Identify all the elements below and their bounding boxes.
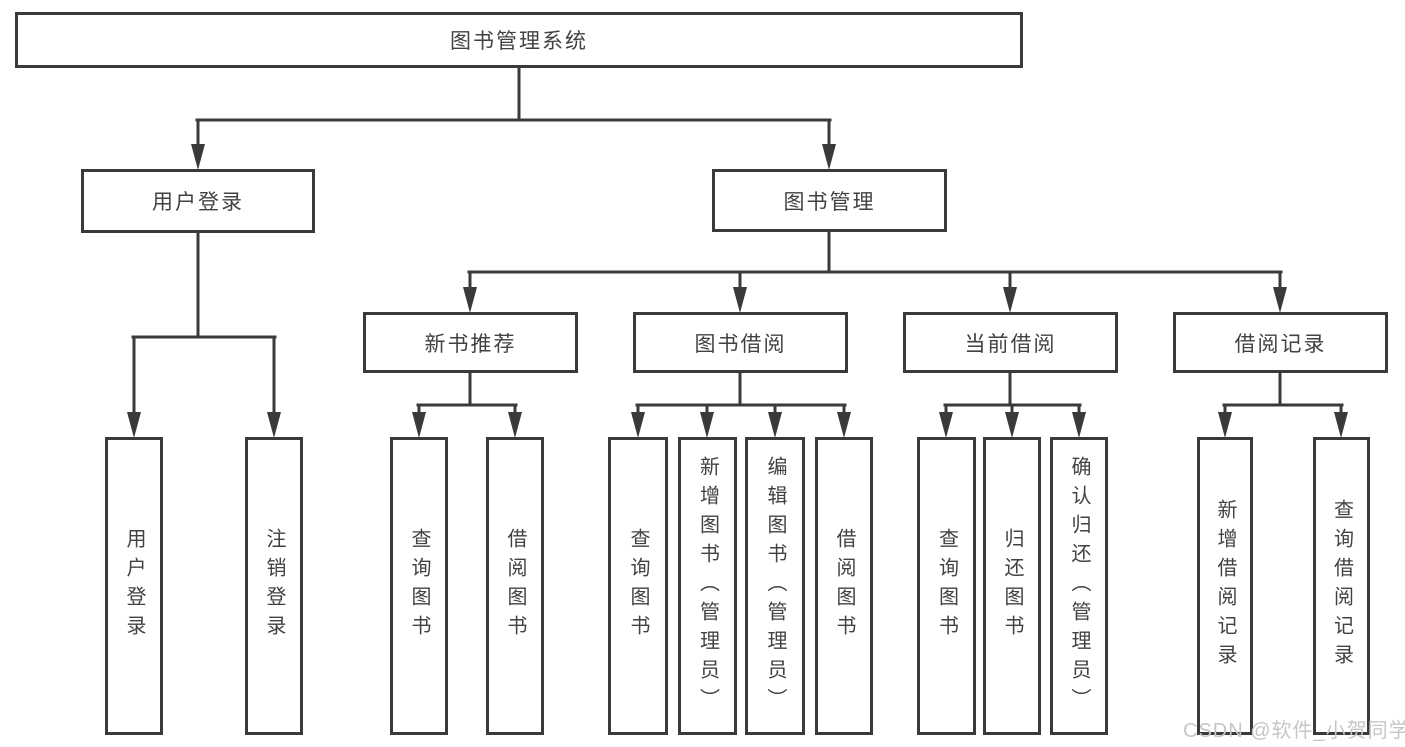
leaf-borrow-books-borrowing: 借阅图书 (815, 437, 873, 735)
arrowhead-icon (939, 412, 953, 438)
tree-edges (131, 66, 1344, 416)
watermark: CSDN @软件_小贺同学 (1183, 720, 1405, 742)
node-label: 用户登录 (152, 191, 244, 214)
node-borrowing-records: 借阅记录 (1173, 312, 1388, 373)
leaf-query-books-current: 查询图书 (917, 437, 976, 735)
node-current-borrowing: 当前借阅 (903, 312, 1118, 373)
node-label: 归还图书 (1001, 528, 1023, 644)
node-label: 图书借阅 (694, 332, 787, 356)
arrowhead-icon (1005, 412, 1019, 438)
leaf-query-books-borrowing: 查询图书 (608, 437, 668, 735)
node-label: 图书管理 (783, 190, 876, 214)
leaf-add-borrow-record: 新增借阅记录 (1197, 437, 1253, 735)
arrowhead-icon (1334, 412, 1348, 438)
arrowheads (127, 144, 1348, 438)
arrowhead-icon (1003, 287, 1017, 313)
leaf-borrow-books-recommend: 借阅图书 (486, 437, 544, 735)
arrowhead-icon (631, 412, 645, 438)
arrowhead-icon (267, 412, 281, 438)
arrowhead-icon (1273, 287, 1287, 313)
leaf-return-books: 归还图书 (983, 437, 1041, 735)
arrowhead-icon (412, 412, 426, 438)
node-label: 图书管理系统 (450, 30, 588, 53)
node-label: 借阅图书 (504, 528, 526, 644)
node-label: 用户登录 (123, 528, 145, 644)
node-label: 编辑图书（管理员） (764, 455, 786, 717)
arrowhead-icon (733, 287, 747, 313)
node-new-book-recommendation: 新书推荐 (363, 312, 578, 373)
node-label: 借阅图书 (833, 528, 855, 644)
node-label: 新增借阅记录 (1214, 499, 1236, 673)
leaf-edit-book-admin: 编辑图书（管理员） (745, 437, 805, 735)
node-label: 查询图书 (627, 528, 649, 644)
arrowhead-icon (837, 412, 851, 438)
node-label: 确认归还（管理员） (1068, 455, 1090, 717)
arrowhead-icon (700, 412, 714, 438)
node-label: 新书推荐 (424, 332, 517, 356)
arrowhead-icon (127, 412, 141, 438)
node-label: 查询借阅记录 (1330, 499, 1353, 673)
leaf-query-books-recommend: 查询图书 (390, 437, 448, 735)
node-library-management-system: 图书管理系统 (15, 12, 1023, 68)
arrowhead-icon (191, 144, 205, 170)
node-label: 注销登录 (263, 528, 285, 644)
leaf-confirm-return-admin: 确认归还（管理员） (1050, 437, 1108, 735)
node-label: 新增图书（管理员） (696, 455, 719, 717)
arrowhead-icon (822, 144, 836, 170)
arrowhead-icon (463, 287, 477, 313)
leaf-user-login: 用户登录 (105, 437, 163, 735)
node-user-login: 用户登录 (81, 169, 315, 233)
node-label: 查询图书 (935, 528, 958, 644)
arrowhead-icon (1072, 412, 1086, 438)
node-book-borrowing: 图书借阅 (633, 312, 848, 373)
node-label: 查询图书 (408, 528, 430, 644)
node-book-management: 图书管理 (712, 169, 947, 232)
leaf-logout: 注销登录 (245, 437, 303, 735)
node-label: 借阅记录 (1234, 332, 1327, 356)
leaf-add-book-admin: 新增图书（管理员） (678, 437, 737, 735)
leaf-query-borrow-record: 查询借阅记录 (1313, 437, 1370, 735)
arrowhead-icon (1218, 412, 1232, 438)
arrowhead-icon (768, 412, 782, 438)
node-label: 当前借阅 (964, 332, 1057, 356)
arrowhead-icon (508, 412, 522, 438)
